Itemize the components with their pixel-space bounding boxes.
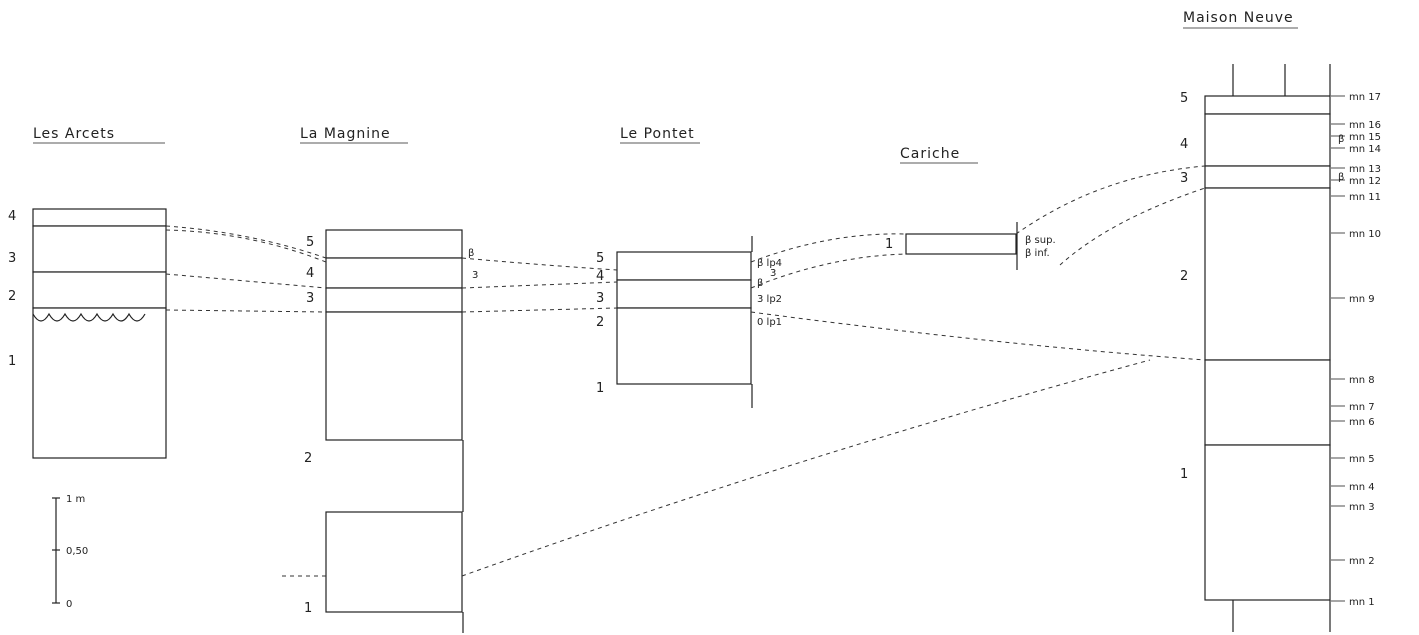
la-magnine-unit-3: 3 [306, 291, 314, 306]
sample-label: mn 1 [1349, 597, 1375, 608]
les-arcets-title: Les Arcets [33, 126, 115, 142]
la-magnine-title: La Magnine [300, 126, 391, 142]
la-magnine-unit-1: 1 [304, 601, 312, 616]
le-pontet-unit-5: 5 [596, 251, 604, 266]
correlation-line-2 [165, 273, 327, 289]
correlation-line-pon-car-inf [750, 253, 907, 289]
maison-neuve-bed-1-lower [1204, 444, 1331, 601]
le-pontet-unit-2: 2 [596, 315, 604, 330]
le-pontet-unit-4: 4 [596, 269, 604, 284]
sample-label: mn 5 [1349, 454, 1375, 465]
le-pontet-bed-2-1 [616, 307, 752, 385]
cariche-label-inf: β inf. [1025, 248, 1050, 259]
la-magnine-bed-1 [325, 511, 463, 613]
la-magnine-unit-2: 2 [304, 451, 312, 466]
le-pontet-title: Le Pontet [620, 126, 695, 142]
correlation-line-mag-pon-b [461, 281, 618, 289]
les-arcets-bed-2 [32, 271, 167, 309]
la-magnine-unit-5: 5 [306, 235, 314, 250]
correlation-line-mag-pon-c [461, 307, 618, 313]
correlation-line-4-3b [165, 229, 327, 263]
le-pontet-label-beta: β [757, 278, 763, 289]
maison-neuve-unit-2: 2 [1180, 269, 1188, 284]
sample-label: mn 2 [1349, 556, 1375, 567]
cariche-bed-1 [905, 233, 1017, 255]
les-arcets-unit-2: 2 [8, 289, 16, 304]
sample-label: mn 14 [1349, 144, 1381, 155]
cariche-unit-1: 1 [885, 237, 893, 252]
sample-label: mn 12 [1349, 176, 1381, 187]
les-arcets-bed-4 [32, 208, 167, 227]
correlation-line-mag-mn [461, 359, 1151, 577]
les-arcets-bed-1 [32, 307, 167, 459]
le-pontet-label-lp1: 0 lp1 [757, 317, 782, 328]
le-pontet-unit-1: 1 [596, 381, 604, 396]
sample-label: mn 11 [1349, 192, 1381, 203]
scale-bar: 1 m 0,50 0 [52, 494, 88, 610]
sample-label: mn 9 [1349, 294, 1375, 305]
maison-neuve-bed-5 [1204, 95, 1331, 115]
correlation-line-pon-car-sup [750, 233, 907, 263]
maison-neuve-beta-2: β [1338, 172, 1344, 183]
sample-label: mn 8 [1349, 375, 1375, 386]
le-pontet-label-3: 3 [770, 268, 776, 279]
correlation-line-mag-pon-a [461, 257, 618, 271]
maison-neuve-beta-1: β [1338, 134, 1344, 145]
sample-label: mn 3 [1349, 502, 1375, 513]
scale-label-mid: 0,50 [66, 546, 88, 557]
la-magnine-side-3: 3 [472, 270, 478, 281]
le-pontet-bed-5-4 [616, 251, 752, 281]
les-arcets-bed-3 [32, 225, 167, 273]
correlation-line-base [165, 309, 327, 313]
le-pontet-bed-3 [616, 279, 752, 309]
column-cariche: Cariche 1 β sup. β inf. [885, 146, 1056, 270]
maison-neuve-unit-4: 4 [1180, 137, 1188, 152]
sample-label: mn 4 [1349, 482, 1375, 493]
le-pontet-unit-3: 3 [596, 291, 604, 306]
sample-label: mn 7 [1349, 402, 1375, 413]
column-la-magnine: La Magnine 5 4 3 2 1 β 3 [300, 126, 478, 633]
sample-label: mn 10 [1349, 229, 1381, 240]
maison-neuve-bed-4 [1204, 113, 1331, 167]
les-arcets-unit-1: 1 [8, 354, 16, 369]
maison-neuve-unit-3: 3 [1180, 171, 1188, 186]
maison-neuve-bed-1-upper [1204, 359, 1331, 446]
la-magnine-bed-5 [325, 229, 463, 259]
la-magnine-bed-3 [325, 287, 463, 313]
correlation-lines [165, 165, 1206, 577]
correlation-line-car-mn-inf [1059, 187, 1206, 266]
sample-label: mn 15 [1349, 132, 1381, 143]
sample-label: mn 13 [1349, 164, 1381, 175]
maison-neuve-unit-5: 5 [1180, 91, 1188, 106]
les-arcets-unit-4: 4 [8, 209, 16, 224]
scale-label-bottom: 0 [66, 599, 72, 610]
sample-label: mn 6 [1349, 417, 1375, 428]
sample-label: mn 17 [1349, 92, 1381, 103]
maison-neuve-bed-2 [1204, 187, 1331, 361]
column-le-pontet: Le Pontet 5 4 3 2 1 β lp4 β 3 3 lp2 0 lp… [596, 126, 782, 408]
cariche-label-sup: β sup. [1025, 235, 1056, 246]
scale-label-top: 1 m [66, 494, 85, 505]
correlation-line-car-mn-sup [1015, 165, 1206, 235]
correlation-line-pon-mn [750, 311, 1206, 361]
les-arcets-unit-3: 3 [8, 251, 16, 266]
la-magnine-unit-4: 4 [306, 266, 314, 281]
la-magnine-beta: β [468, 248, 474, 259]
cariche-title: Cariche [900, 146, 960, 162]
le-pontet-label-lp4: β lp4 [757, 258, 782, 269]
maison-neuve-unit-1: 1 [1180, 467, 1188, 482]
le-pontet-label-lp2: 3 lp2 [757, 294, 782, 305]
correlation-line-4-3 [165, 225, 327, 259]
la-magnine-bed-4 [325, 257, 463, 289]
column-les-arcets: Les Arcets 4 3 2 1 [8, 126, 167, 459]
les-arcets-erosion-surface [32, 312, 146, 322]
maison-neuve-title: Maison Neuve [1183, 10, 1294, 26]
maison-neuve-bed-3 [1204, 165, 1331, 189]
la-magnine-bed-lower [325, 311, 463, 441]
sample-label: mn 16 [1349, 120, 1381, 131]
